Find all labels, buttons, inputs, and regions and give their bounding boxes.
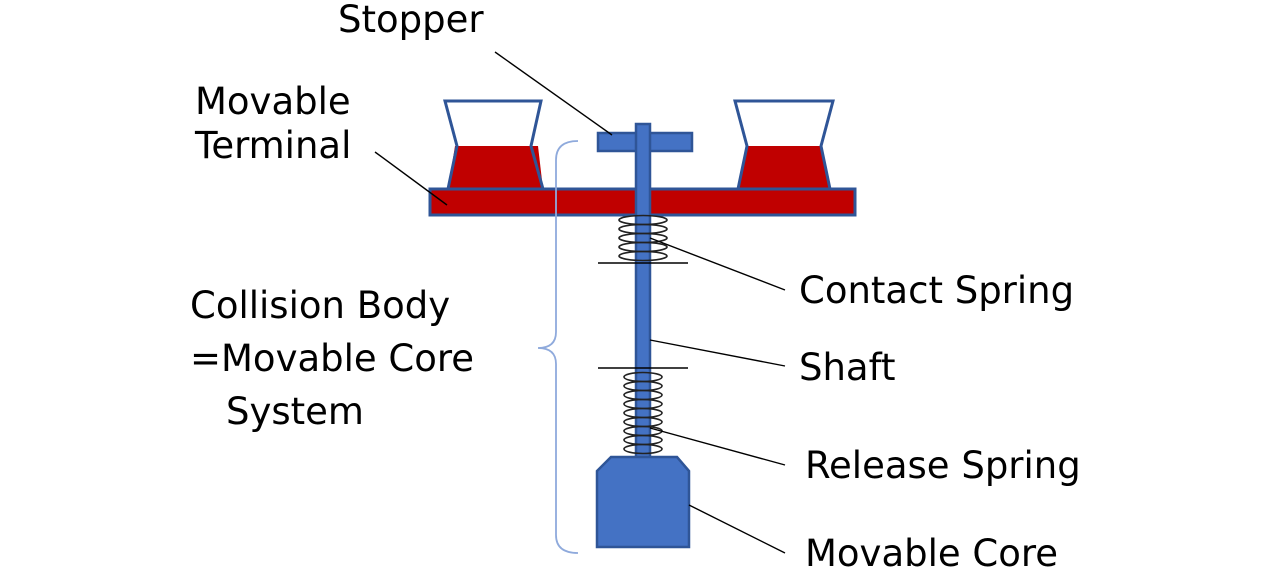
shaft-label: Shaft	[799, 346, 896, 389]
movable-core-label: Movable Core	[805, 532, 1058, 572]
release-spring-leader	[649, 427, 786, 466]
collision-body-bracket	[537, 140, 579, 554]
movable-core	[595, 455, 691, 549]
left-contact	[443, 99, 545, 191]
contact-spring	[598, 214, 688, 264]
stopper-leader	[494, 51, 613, 136]
release-spring-label: Release Spring	[805, 444, 1081, 487]
movable-core-leader	[688, 504, 786, 554]
contact-spring-leader	[649, 237, 786, 291]
shaft	[634, 122, 652, 466]
release-spring	[598, 367, 688, 455]
collision-body-label-line2: =Movable Core	[190, 337, 474, 380]
right-contact	[733, 99, 835, 191]
movable-terminal-leader	[374, 151, 448, 206]
movable-terminal-label-line2: Terminal	[194, 124, 351, 167]
collision-body-label-line3: System	[226, 390, 364, 433]
stopper-label: Stopper	[338, 0, 484, 41]
collision-body-label-line1: Collision Body	[190, 284, 450, 327]
movable-terminal-label-line1: Movable	[195, 80, 351, 123]
contact-spring-label: Contact Spring	[799, 269, 1074, 312]
shaft-leader	[649, 339, 786, 367]
